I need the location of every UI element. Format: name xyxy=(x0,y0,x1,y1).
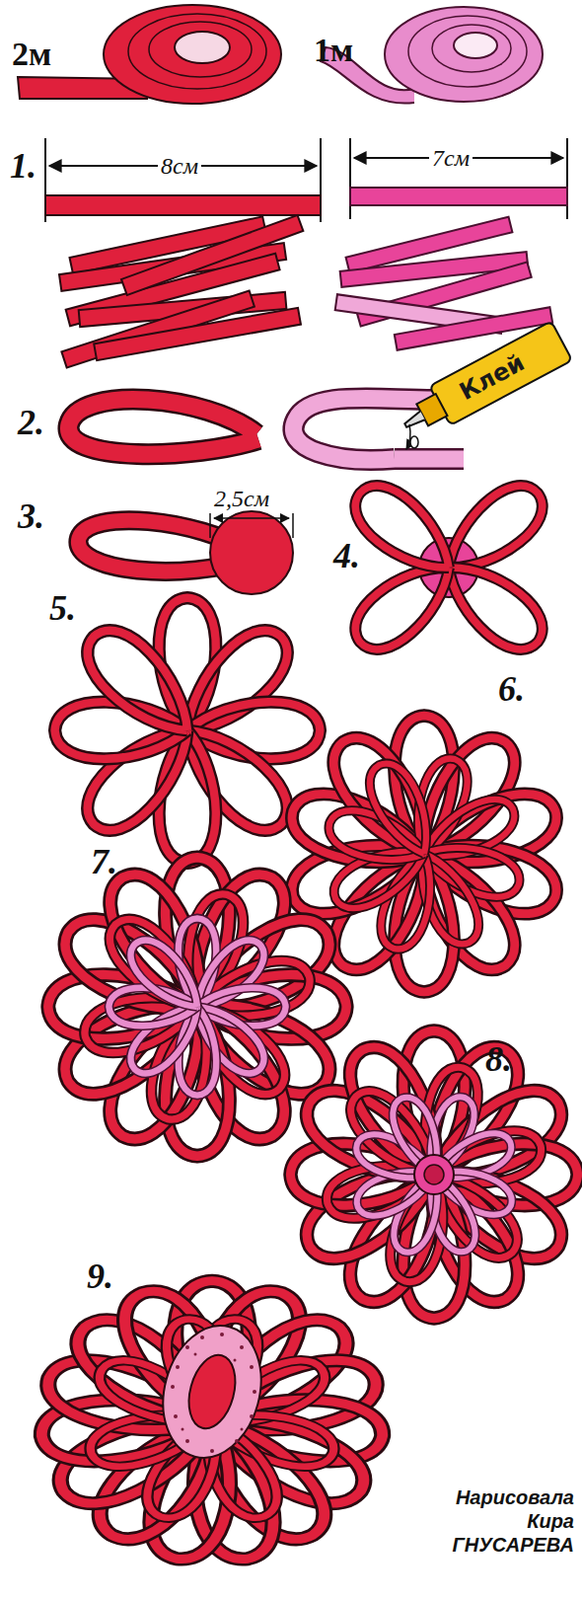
step-number: 1. xyxy=(9,147,37,184)
step-number: 5. xyxy=(49,589,76,626)
step-number: 9. xyxy=(86,1257,114,1294)
dimension-label: 2,5см xyxy=(211,486,273,510)
dimension-label: 7см xyxy=(429,145,473,170)
step-number: 7. xyxy=(90,843,118,879)
step-number: 8. xyxy=(485,1040,512,1077)
step-number: 3. xyxy=(17,498,45,534)
length-label: 1м xyxy=(313,33,354,68)
step-number: 4. xyxy=(333,537,361,574)
author-credit: Нарисовала Кира ГНУСАРЕВА xyxy=(426,1484,575,1556)
length-label: 2м xyxy=(11,37,52,72)
step-number: 2. xyxy=(17,404,45,440)
step-number: 6. xyxy=(498,670,525,707)
dimension-label: 8см xyxy=(157,153,202,178)
